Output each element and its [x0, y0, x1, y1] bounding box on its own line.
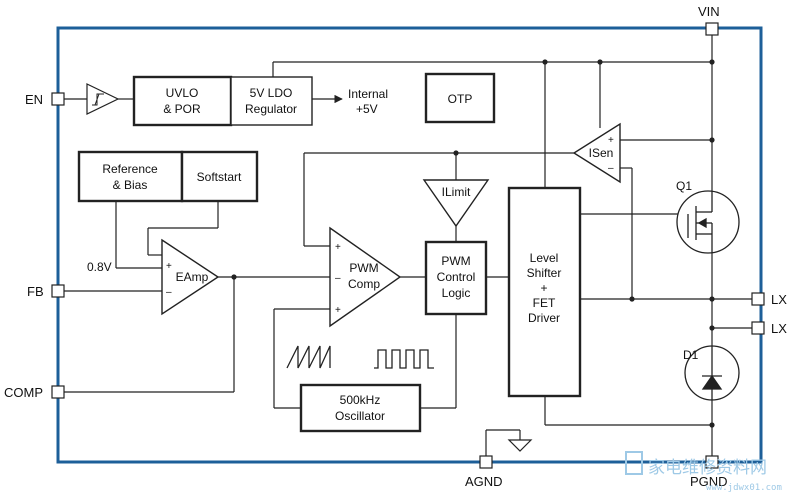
isen-minus-sign: – [608, 163, 614, 174]
d1-diode [684, 345, 740, 401]
pin-en-label: EN [25, 92, 43, 107]
driver-label-2: Shifter [527, 266, 562, 280]
en-schmitt-buffer [86, 83, 120, 115]
otp-label: OTP [448, 92, 473, 106]
osc-label-2: Oscillator [335, 409, 385, 423]
schmitt-icon [92, 93, 104, 106]
eamp-label: EAmp [176, 270, 209, 284]
ref-label-1: Reference [102, 162, 158, 176]
pin-comp-label: COMP [4, 385, 43, 400]
ilimit-block: ILimit [422, 179, 490, 228]
eamp-plus-sign: + [166, 261, 172, 272]
pwm-comp-plus-bottom: + [335, 305, 341, 316]
ground-icon [507, 439, 533, 452]
pin-squares [51, 22, 765, 469]
osc-label-1: 500kHz [340, 393, 381, 407]
driver-label-1: Level [530, 251, 559, 265]
pin-fb-label: FB [27, 284, 44, 299]
pin-pgnd-label: PGND [690, 474, 728, 489]
ldo-block: 5V LDO Regulator [230, 76, 313, 126]
pin-agnd-label: AGND [465, 474, 503, 489]
eamp-minus-sign: – [166, 287, 172, 298]
level-shifter-fet-driver-block: Level Shifter + FET Driver [507, 186, 582, 398]
pwm-comp-minus: – [335, 273, 341, 284]
pwm-comp-label-1: PWM [349, 261, 378, 275]
sawtooth-wave-icon [286, 345, 331, 369]
reference-bias-block: Reference & Bias [77, 150, 184, 203]
pin-lx1-label: LX [771, 292, 787, 307]
driver-label-3: + [540, 281, 547, 295]
pwm-comp-plus-top: + [335, 242, 341, 253]
d1-label: D1 [683, 348, 699, 362]
ldo-label-1: 5V LDO [250, 86, 293, 100]
pwm-control-logic-block: PWM Control Logic [424, 240, 488, 316]
uvlo-label-2: & POR [163, 102, 201, 116]
watermark-url: www.jdwx01.com [706, 483, 782, 493]
pwm-comparator: + – + PWM Comp [329, 226, 402, 328]
pin-vin-label: VIN [698, 4, 720, 19]
chip-border [56, 26, 763, 464]
watermark-logo-icon [625, 451, 643, 475]
ldo-label-2: Regulator [245, 102, 297, 116]
q1-mosfet [676, 190, 740, 254]
wires [64, 30, 752, 456]
uvlo-label-1: UVLO [166, 86, 199, 100]
softstart-block: Softstart [180, 150, 259, 203]
isen-label: ISen [589, 146, 614, 160]
pin-lx2-label: LX [771, 321, 787, 336]
q1-label: Q1 [676, 179, 692, 193]
driver-label-5: Driver [528, 311, 560, 325]
vref-label: 0.8V [87, 260, 112, 274]
ref-label-2: & Bias [113, 178, 148, 192]
internal-5v-label-2: +5V [356, 102, 378, 116]
uvlo-por-block: UVLO & POR [132, 75, 233, 127]
pwm-logic-label-2: Control [437, 270, 476, 284]
pwm-logic-label-3: Logic [442, 286, 471, 300]
ilimit-label: ILimit [442, 185, 471, 199]
pwm-comp-label-2: Comp [348, 277, 380, 291]
watermark: 家电维修资料网 www.jdwx01.com [625, 451, 782, 493]
driver-label-4: FET [533, 296, 556, 310]
watermark-text: 家电维修资料网 [648, 458, 767, 478]
internal-5v-label-1: Internal [348, 87, 388, 101]
oscillator-block: 500kHz Oscillator [299, 383, 422, 433]
error-amplifier: + – EAmp [161, 238, 220, 316]
isen-amplifier: + – ISen [572, 122, 621, 184]
otp-block: OTP [424, 72, 496, 124]
pwm-logic-label-1: PWM [441, 254, 470, 268]
junction-dots [231, 59, 715, 428]
softstart-label: Softstart [197, 170, 242, 184]
isen-plus-sign: + [608, 135, 614, 146]
square-wave-icon [374, 349, 434, 369]
